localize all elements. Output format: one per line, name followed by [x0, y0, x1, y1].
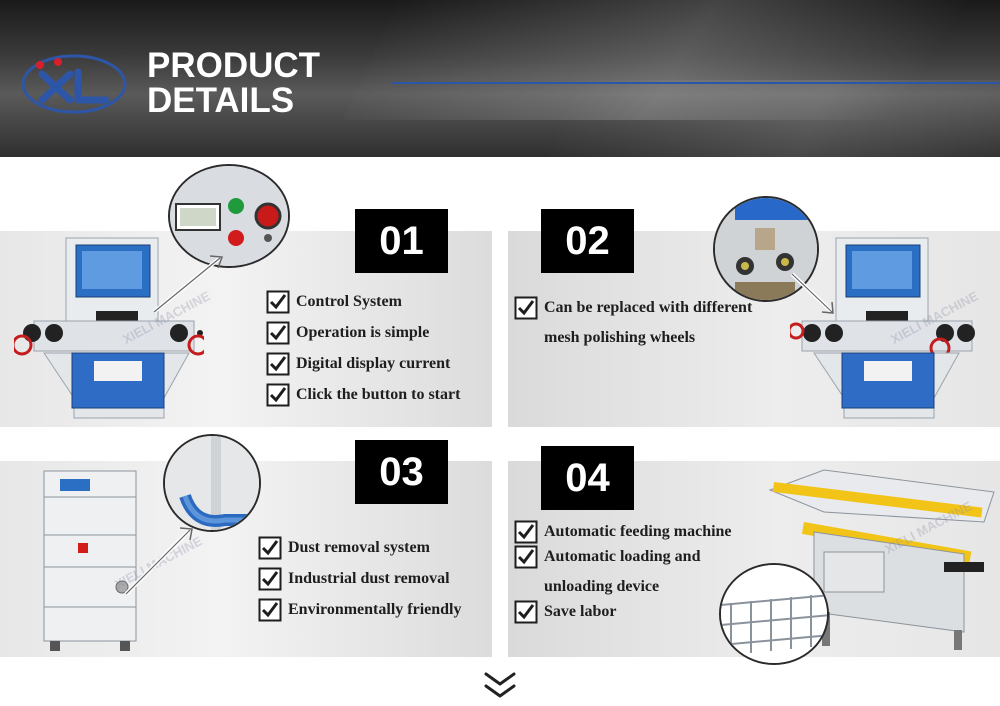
feature-text: Save labor: [544, 603, 617, 620]
feature-text: Control System: [296, 293, 402, 310]
checkbox-checked-icon: [514, 520, 538, 544]
polishing-machine-image: [14, 237, 204, 419]
feature-text: Automatic feeding machine: [544, 523, 732, 540]
double-chevron-down-icon[interactable]: [482, 670, 518, 702]
feature-list-04: Automatic feeding machine Automatic load…: [514, 520, 754, 627]
feature-text: Digital display current: [296, 355, 451, 372]
checkbox-checked-icon: [514, 296, 538, 320]
step-number-04: 04: [541, 446, 634, 510]
feature-item: Digital display current: [266, 352, 460, 385]
checkbox-checked-icon: [266, 290, 290, 314]
feature-item: Save labor: [514, 600, 754, 627]
feature-item: Environmentally friendly: [258, 598, 462, 631]
zoom-arrow: [790, 272, 834, 314]
title-line-2: DETAILS: [147, 81, 295, 120]
step-number-03: 03: [355, 440, 448, 504]
checkbox-checked-icon: [266, 352, 290, 376]
dust-pipe-closeup: [165, 436, 259, 530]
checkbox-checked-icon: [258, 567, 282, 591]
feature-item: Automatic loading and unloading device: [514, 545, 754, 602]
feature-text: Operation is simple: [296, 324, 430, 341]
control-panel-zoom: [168, 164, 290, 268]
feature-list-01: Control System Operation is simple Digit…: [266, 290, 461, 416]
feature-list-03: Dust removal system Industrial dust remo…: [258, 536, 462, 631]
dust-pipe-zoom: [163, 434, 261, 532]
feature-item: Control System: [266, 290, 460, 323]
step-number-01: 01: [355, 209, 448, 273]
loading-rack-zoom: [719, 563, 829, 665]
checkbox-checked-icon: [514, 545, 538, 569]
title-line-1: PRODUCT: [147, 46, 321, 85]
feature-list-02: Can be replaced with different mesh poli…: [514, 296, 754, 353]
zoom-arrow: [152, 255, 224, 314]
feature-text: Environmentally friendly: [288, 601, 462, 618]
polishing-wheel-zoom: [713, 196, 819, 302]
loading-rack-closeup: [721, 565, 827, 663]
brand-logo: [21, 54, 127, 114]
feature-item: Automatic feeding machine: [514, 520, 754, 547]
feeding-machine-image: [768, 469, 995, 650]
feature-text: Automatic loading and unloading device: [544, 548, 701, 595]
feature-item: Dust removal system: [258, 536, 462, 569]
feature-item: Industrial dust removal: [258, 567, 462, 600]
checkbox-checked-icon: [258, 598, 282, 622]
header-accent-line: [392, 82, 1000, 84]
checkbox-checked-icon: [514, 600, 538, 624]
checkbox-checked-icon: [266, 383, 290, 407]
feature-text: Industrial dust removal: [288, 570, 450, 587]
feature-item: Click the button to start: [266, 383, 461, 416]
feature-item: Operation is simple: [266, 321, 460, 354]
feature-text: Can be replaced with different mesh poli…: [544, 299, 753, 346]
dust-collector-image: [43, 470, 137, 651]
checkbox-checked-icon: [266, 321, 290, 345]
header-sheen-secondary: [543, 80, 1000, 157]
feature-item: Can be replaced with different mesh poli…: [514, 296, 754, 353]
zoom-arrow: [124, 527, 193, 596]
checkbox-checked-icon: [258, 536, 282, 560]
page-title: PRODUCT DETAILS: [147, 48, 320, 118]
step-number-02: 02: [541, 209, 634, 273]
feature-text: Click the button to start: [296, 386, 461, 403]
polishing-machine-image: [790, 237, 975, 419]
feature-text: Dust removal system: [288, 539, 430, 556]
control-panel-closeup: [170, 166, 288, 266]
header-banner: PRODUCT DETAILS: [0, 0, 1000, 157]
